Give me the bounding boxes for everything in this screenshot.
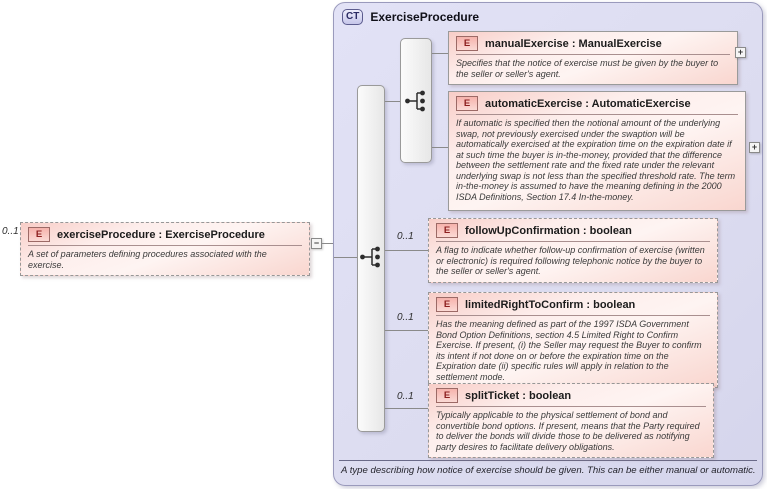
element-label: exerciseProcedure : ExerciseProcedure: [57, 228, 265, 241]
element-icon: E: [456, 96, 478, 111]
divider: [456, 114, 738, 115]
element-label: manualExercise : ManualExercise: [485, 37, 662, 50]
element-icon: E: [436, 388, 458, 403]
element-label: limitedRightToConfirm : boolean: [465, 298, 636, 311]
connector-line: [334, 257, 358, 258]
complex-type-icon: CT: [342, 9, 364, 25]
connector-line: [322, 243, 334, 244]
connector-line: [385, 250, 428, 251]
element-label: followUpConfirmation : boolean: [465, 224, 632, 237]
element-description: A set of parameters defining procedures …: [28, 249, 267, 270]
element-header[interactable]: E automaticExercise : AutomaticExercise: [449, 92, 745, 114]
choice-icon: [405, 90, 425, 112]
element-exerciseProcedure[interactable]: E exerciseProcedure : ExerciseProcedure …: [20, 222, 310, 277]
element-label: automaticExercise : AutomaticExercise: [485, 97, 691, 110]
connector-line: [385, 408, 428, 409]
element-header[interactable]: E followUpConfirmation : boolean: [429, 219, 717, 241]
element-label: splitTicket : boolean: [465, 389, 572, 402]
complex-type-title: ExerciseProcedure: [370, 10, 480, 24]
divider: [436, 315, 710, 316]
divider: [28, 245, 302, 246]
cardinality-label-splitTicket: 0..1: [397, 391, 414, 402]
element-description: A flag to indicate whether follow-up con…: [436, 245, 705, 277]
element-description: Specifies that the notice of exercise mu…: [456, 58, 719, 79]
element-icon: E: [28, 227, 50, 242]
element-icon: E: [436, 223, 458, 238]
complex-type-header: CT ExerciseProcedure: [342, 9, 479, 25]
connector-line: [432, 147, 448, 148]
element-description: If automatic is specified then the notio…: [456, 118, 736, 202]
connector-line: [385, 101, 400, 102]
connector-line: [385, 330, 428, 331]
sequence-icon: [360, 246, 380, 268]
connector-line: [432, 53, 448, 54]
expand-toggle[interactable]: +: [735, 47, 746, 58]
element-description: Has the meaning defined as part of the 1…: [436, 319, 702, 382]
cardinality-label-followUpConfirmation: 0..1: [397, 231, 414, 242]
element-header[interactable]: E exerciseProcedure : ExerciseProcedure: [21, 223, 309, 245]
collapse-toggle[interactable]: −: [311, 238, 322, 249]
element-manualExercise[interactable]: E manualExercise : ManualExercise Specif…: [448, 31, 738, 86]
cardinality-label-limitedRightToConfirm: 0..1: [397, 312, 414, 323]
element-header[interactable]: E splitTicket : boolean: [429, 384, 713, 406]
divider: [456, 54, 730, 55]
element-followUpConfirmation[interactable]: E followUpConfirmation : boolean A flag …: [428, 218, 718, 283]
element-limitedRightToConfirm[interactable]: E limitedRightToConfirm : boolean Has th…: [428, 292, 718, 389]
element-icon: E: [456, 36, 478, 51]
divider: [436, 406, 706, 407]
element-header[interactable]: E manualExercise : ManualExercise: [449, 32, 737, 54]
root-cardinality-label: 0..1: [2, 226, 19, 237]
element-icon: E: [436, 297, 458, 312]
element-splitTicket[interactable]: E splitTicket : boolean Typically applic…: [428, 383, 714, 459]
element-description: Typically applicable to the physical set…: [436, 410, 700, 452]
expand-toggle[interactable]: +: [749, 142, 760, 153]
element-automaticExercise[interactable]: E automaticExercise : AutomaticExercise …: [448, 91, 746, 211]
complex-type-annotation: A type describing how notice of exercise…: [341, 465, 756, 476]
divider: [436, 241, 710, 242]
divider: [339, 460, 757, 461]
element-header[interactable]: E limitedRightToConfirm : boolean: [429, 293, 717, 315]
